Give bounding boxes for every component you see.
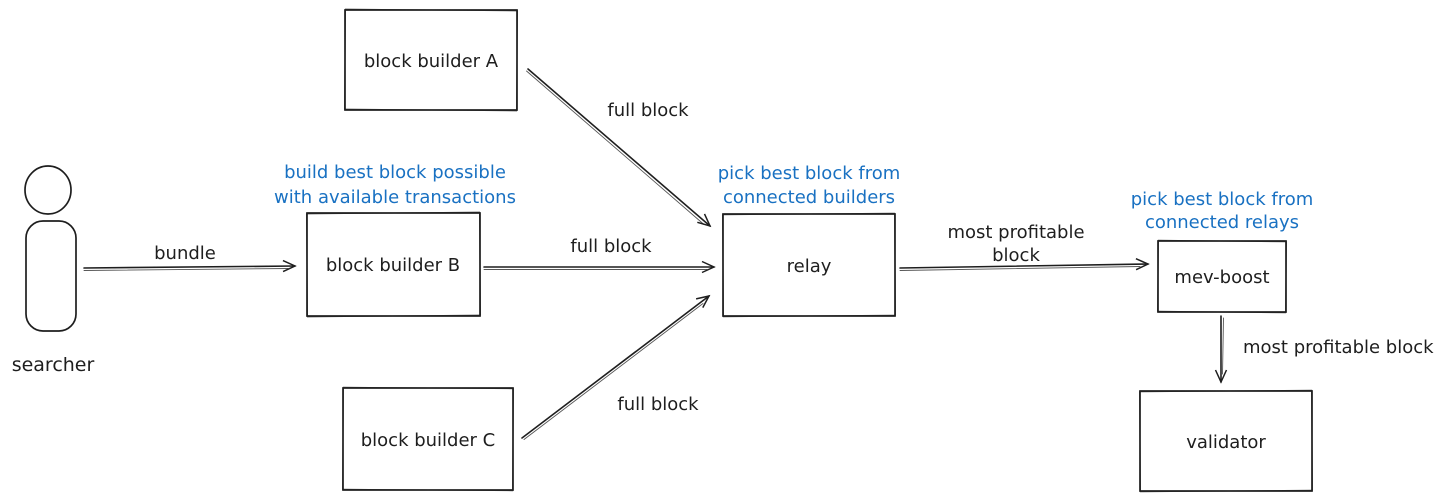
most-profitable-block-label: most profitable block — [1243, 337, 1434, 358]
relay-label: relay — [787, 256, 832, 277]
note-mev-boost: pick best block from connected relays — [1131, 189, 1314, 233]
bundle-arrow-sketch — [83, 268, 289, 271]
most-profitable-label-line2: block — [992, 245, 1040, 266]
block-builder-a-box-sketch — [343, 8, 519, 112]
edge-full-block-a: full block — [526, 68, 712, 228]
edge-full-block-b: full block — [483, 236, 716, 274]
node-block-builder-c: block builder C — [342, 386, 514, 492]
block-builder-b-label: block builder B — [326, 255, 460, 276]
validator-box — [1139, 390, 1313, 492]
validator-box-sketch — [1139, 389, 1313, 493]
full-block-c-arrow — [521, 294, 711, 439]
note-builders-line2: with available transactions — [274, 187, 516, 208]
full-block-b-label: full block — [570, 236, 652, 257]
edge-full-block-c: full block — [521, 294, 711, 440]
block-builder-c-label: block builder C — [361, 430, 496, 451]
note-mev-boost-line2: connected relays — [1145, 212, 1299, 233]
mev-boost-label: mev-boost — [1174, 267, 1269, 288]
most-profitable-arrow-sketch — [899, 266, 1141, 271]
full-block-c-label: full block — [617, 394, 699, 415]
note-relay: pick best block from connected builders — [718, 163, 901, 208]
full-block-a-arrow-sketch — [526, 70, 705, 225]
note-relay-line1: pick best block from — [718, 163, 901, 184]
note-builders-line1: build best block possible — [284, 162, 506, 183]
full-block-c-arrow-sketch — [523, 303, 704, 440]
mev-to-validator-arrow-sketch — [1222, 317, 1224, 375]
bundle-arrow — [83, 259, 297, 273]
note-mev-boost-line1: pick best block from — [1131, 189, 1314, 210]
edge-most-profitable-block: most profitable block — [1214, 315, 1434, 384]
block-builder-b-box — [306, 212, 481, 317]
node-block-builder-a: block builder A — [343, 8, 519, 112]
block-builder-b-box-sketch — [305, 211, 482, 318]
node-relay: relay — [722, 212, 896, 318]
searcher-label: searcher — [12, 354, 95, 376]
full-block-a-label: full block — [607, 100, 689, 121]
bundle-arrow-label: bundle — [154, 243, 216, 264]
most-profitable-label-line1: most profitable — [947, 222, 1084, 243]
note-relay-line2: connected builders — [723, 187, 895, 208]
node-mev-boost: mev-boost — [1157, 239, 1287, 314]
person-body-icon — [25, 220, 77, 332]
person-icon — [24, 165, 72, 215]
edge-bundle: bundle — [83, 243, 297, 273]
mev-boost-box-sketch — [1157, 239, 1287, 314]
block-builder-c-box — [342, 387, 514, 491]
validator-label: validator — [1186, 432, 1266, 453]
searcher-actor: searcher — [12, 165, 95, 376]
node-validator: validator — [1139, 389, 1313, 493]
block-builder-a-label: block builder A — [364, 51, 499, 72]
note-builders: build best block possible with available… — [274, 162, 516, 208]
mev-boost-box — [1157, 240, 1287, 313]
edge-most-profitable: most profitable block — [899, 222, 1150, 271]
relay-box-sketch — [722, 212, 896, 318]
node-block-builder-b: block builder B — [305, 211, 482, 318]
block-builder-a-box — [344, 9, 518, 111]
most-profitable-arrow — [899, 258, 1150, 271]
block-builder-c-box-sketch — [342, 386, 514, 492]
full-block-a-arrow — [527, 68, 712, 228]
